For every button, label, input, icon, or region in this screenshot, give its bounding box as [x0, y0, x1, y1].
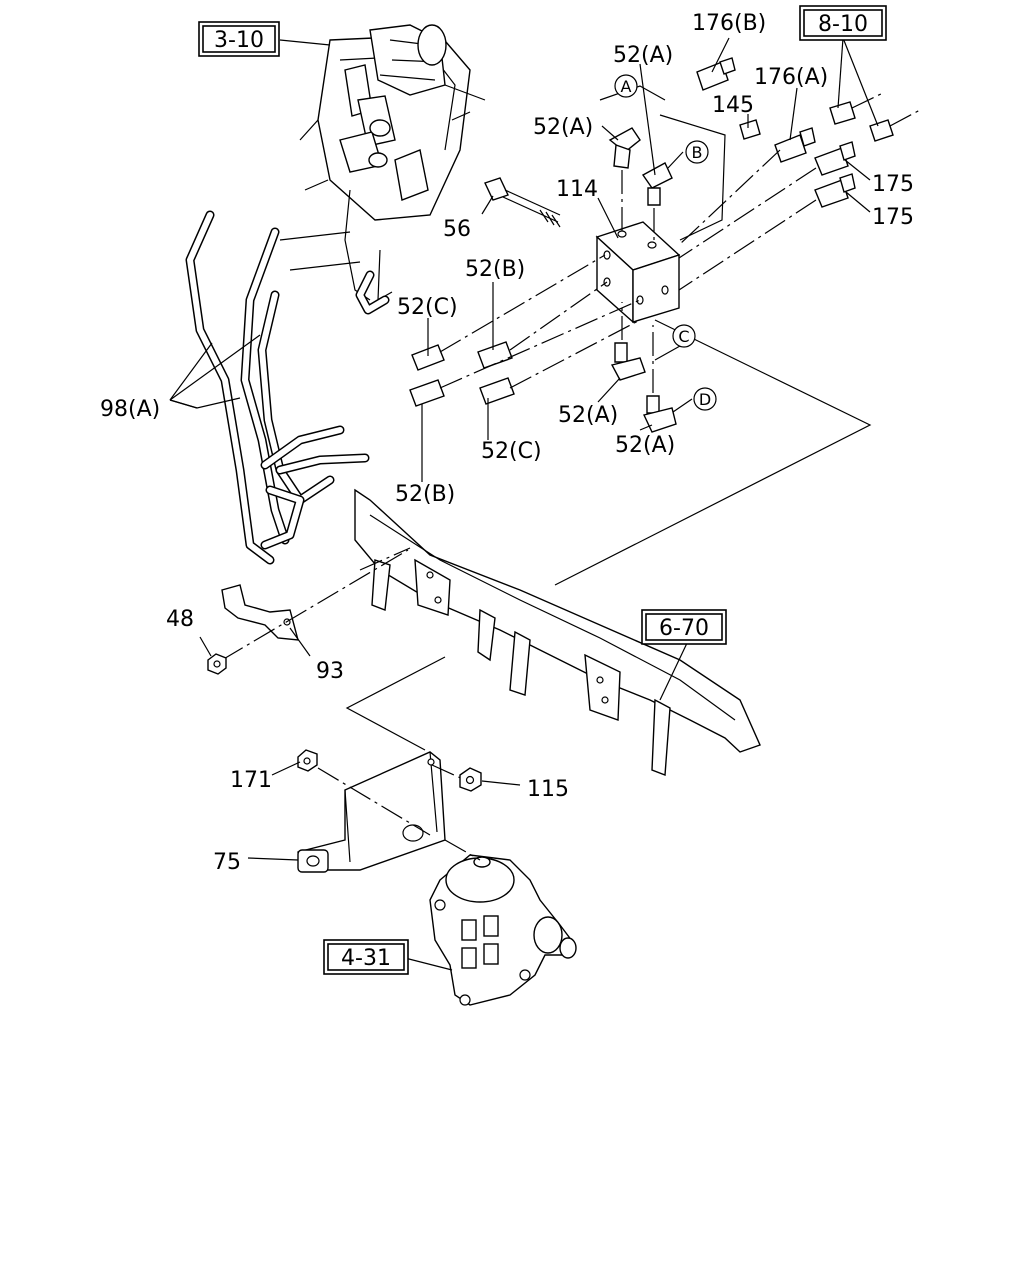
callout-52b-low: 52(B) [395, 482, 455, 507]
fitting-52a-lower-left [610, 342, 646, 381]
nut-115 [459, 767, 482, 792]
fitting-52a-upper-left [608, 127, 641, 232]
circle-marker-a: A [614, 74, 638, 98]
ref-box-6-70: 6-70 [641, 609, 727, 645]
fitting-52a-upper-right [641, 162, 673, 243]
callout-171: 171 [230, 768, 272, 793]
fitting-175-upper [678, 141, 856, 259]
bracket-75 [297, 751, 466, 873]
flare-nut-52b-lower [409, 299, 641, 407]
callout-176a: 176(A) [754, 65, 828, 90]
circle-marker-c: C [672, 324, 696, 348]
callout-52b-top: 52(B) [465, 257, 525, 282]
svg-text:D: D [699, 390, 711, 409]
ref-label-6-70: 6-70 [659, 616, 709, 641]
leader-lines [169, 37, 879, 971]
plug-145 [739, 119, 761, 140]
flare-nut-52c-lower [479, 319, 641, 405]
callout-52c-top: 52(C) [397, 295, 458, 320]
switch-176a [678, 127, 816, 246]
switch-176b [696, 57, 736, 91]
svg-text:A: A [621, 77, 632, 96]
bracket-line-mount [345, 656, 446, 751]
callout-52a-left: 52(A) [533, 115, 593, 140]
brake-distribution-block [595, 221, 681, 324]
callout-48: 48 [166, 607, 194, 632]
flare-nut-52c-upper [411, 254, 606, 371]
flare-nut-52b-upper [477, 281, 608, 369]
frame-crossmember [354, 488, 761, 776]
nut-48 [207, 653, 227, 675]
callout-176b: 176(B) [692, 11, 766, 36]
bracket-line-ab [599, 85, 726, 241]
ref-label-4-31: 4-31 [341, 946, 391, 971]
circle-marker-d: D [693, 387, 717, 411]
callout-52c-low: 52(C) [481, 439, 542, 464]
callout-52a-mid: 52(A) [558, 403, 618, 428]
callout-115: 115 [527, 777, 569, 802]
svg-text:C: C [678, 327, 689, 346]
callout-56: 56 [443, 217, 471, 242]
bolt-56 [484, 177, 561, 228]
svg-text:B: B [692, 143, 703, 162]
ref-label-8-10: 8-10 [818, 12, 868, 37]
nut-171 [297, 749, 318, 772]
callout-175-upper: 175 [872, 172, 914, 197]
callout-93: 93 [316, 659, 344, 684]
callout-175-lower: 175 [872, 205, 914, 230]
ref-box-4-31: 4-31 [323, 939, 409, 975]
callout-145: 145 [712, 93, 754, 118]
callout-52a-low: 52(A) [615, 433, 675, 458]
valve-assembly [429, 839, 577, 1006]
callout-75: 75 [213, 850, 241, 875]
callout-114: 114 [556, 177, 598, 202]
fitting-175-lower [678, 173, 856, 291]
callout-52a-top: 52(A) [613, 43, 673, 68]
callout-98a: 98(A) [100, 397, 160, 422]
connector-8-10 [829, 91, 921, 142]
ref-label-3-10: 3-10 [214, 28, 264, 53]
ref-box-8-10: 8-10 [799, 5, 887, 41]
bracket-line-frame [554, 319, 872, 586]
brake-pipe-bundle [185, 210, 390, 565]
ref-box-3-10: 3-10 [198, 21, 280, 57]
master-cylinder-assembly [299, 24, 486, 302]
circle-marker-b: B [685, 140, 709, 164]
